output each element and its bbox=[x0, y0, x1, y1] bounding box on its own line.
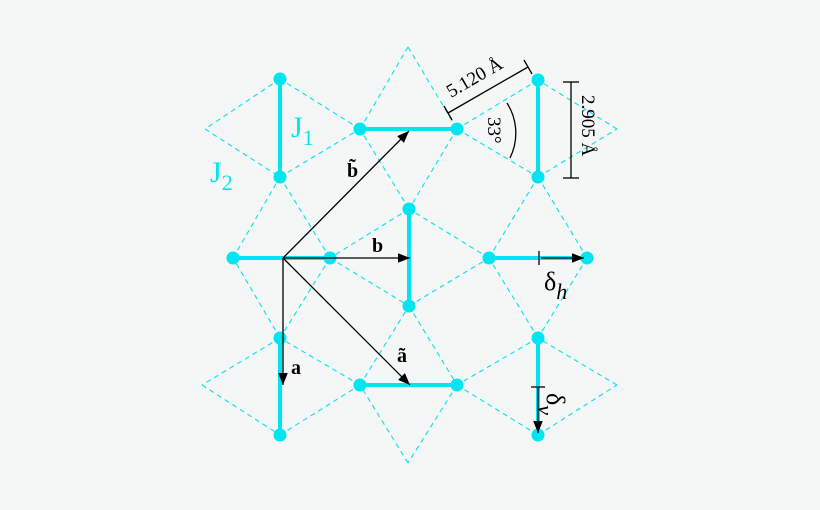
j2-bond bbox=[329, 257, 410, 307]
j2-bond bbox=[408, 305, 458, 386]
j2-bond bbox=[204, 128, 281, 178]
lattice-site bbox=[273, 331, 287, 345]
j2-bond bbox=[456, 384, 539, 436]
j2-bond bbox=[537, 79, 618, 130]
j2-bond bbox=[537, 384, 618, 436]
j2-bond bbox=[408, 208, 490, 259]
lattice-site bbox=[531, 331, 545, 345]
lattice-site bbox=[450, 378, 464, 392]
j2-bond bbox=[488, 257, 539, 339]
lattice-site bbox=[273, 72, 287, 86]
j1-label: J1 bbox=[291, 111, 314, 150]
lattice-site bbox=[353, 378, 367, 392]
angle-label: 33° bbox=[483, 117, 504, 144]
j2-dashed-bonds bbox=[201, 46, 618, 464]
a-tilde-label: ã bbox=[397, 345, 407, 367]
j2-bond bbox=[456, 128, 539, 178]
j1-dimer-bonds bbox=[233, 79, 587, 435]
delta-v-label: δv bbox=[533, 393, 570, 415]
j2-bond bbox=[232, 257, 281, 339]
j2-bond bbox=[329, 208, 410, 259]
j2-bond bbox=[408, 257, 490, 307]
j2-bond bbox=[537, 337, 618, 386]
length-diag-label: 5.120 Å bbox=[443, 53, 507, 102]
lattice-site bbox=[402, 299, 416, 313]
j2-bond bbox=[201, 337, 281, 386]
lattice-site bbox=[402, 202, 416, 216]
lattice-site bbox=[273, 170, 287, 184]
length-dimension-line bbox=[447, 66, 529, 114]
j2-bond bbox=[201, 384, 281, 436]
b-tilde-label: b̃ bbox=[347, 158, 358, 182]
j2-bond bbox=[279, 128, 361, 178]
a-tilde-vector bbox=[282, 257, 411, 386]
angle-arc bbox=[506, 102, 517, 159]
j2-bond bbox=[232, 176, 281, 259]
lattice-site bbox=[273, 428, 287, 442]
lattice-site bbox=[450, 122, 464, 136]
j2-bond bbox=[407, 384, 458, 464]
j2-bond bbox=[359, 46, 409, 130]
j2-bond bbox=[359, 305, 410, 386]
j2-bond bbox=[537, 257, 588, 339]
j2-bond bbox=[488, 176, 539, 259]
j2-bond bbox=[359, 128, 410, 210]
lattice-site bbox=[226, 251, 240, 265]
lattice-site bbox=[353, 122, 367, 136]
j2-bond bbox=[279, 176, 331, 259]
j2-bond bbox=[204, 78, 281, 130]
lattice-site bbox=[482, 251, 496, 265]
length-vert-label: 2.905 Å bbox=[577, 95, 598, 157]
delta-h-label: δh bbox=[544, 267, 567, 304]
j2-bond bbox=[279, 78, 361, 130]
dimension-tick bbox=[523, 59, 533, 75]
j2-bond bbox=[279, 384, 361, 436]
j2-bond bbox=[407, 46, 458, 130]
j2-bond bbox=[408, 128, 458, 210]
b-tilde-vector bbox=[282, 130, 410, 259]
b-label: b bbox=[372, 235, 383, 257]
j2-label: J2 bbox=[210, 156, 233, 195]
lattice-site bbox=[531, 73, 545, 87]
j2-bond bbox=[279, 337, 361, 386]
j2-bond bbox=[537, 176, 588, 259]
dimension-tick bbox=[443, 105, 453, 121]
j2-bond bbox=[359, 384, 409, 464]
lattice-sites bbox=[226, 72, 594, 442]
j2-bond bbox=[279, 257, 331, 339]
j2-bond bbox=[537, 128, 618, 178]
j2-bond bbox=[456, 337, 539, 386]
j2-bond bbox=[456, 79, 539, 130]
lattice-site bbox=[531, 170, 545, 184]
a-label: a bbox=[291, 357, 301, 379]
